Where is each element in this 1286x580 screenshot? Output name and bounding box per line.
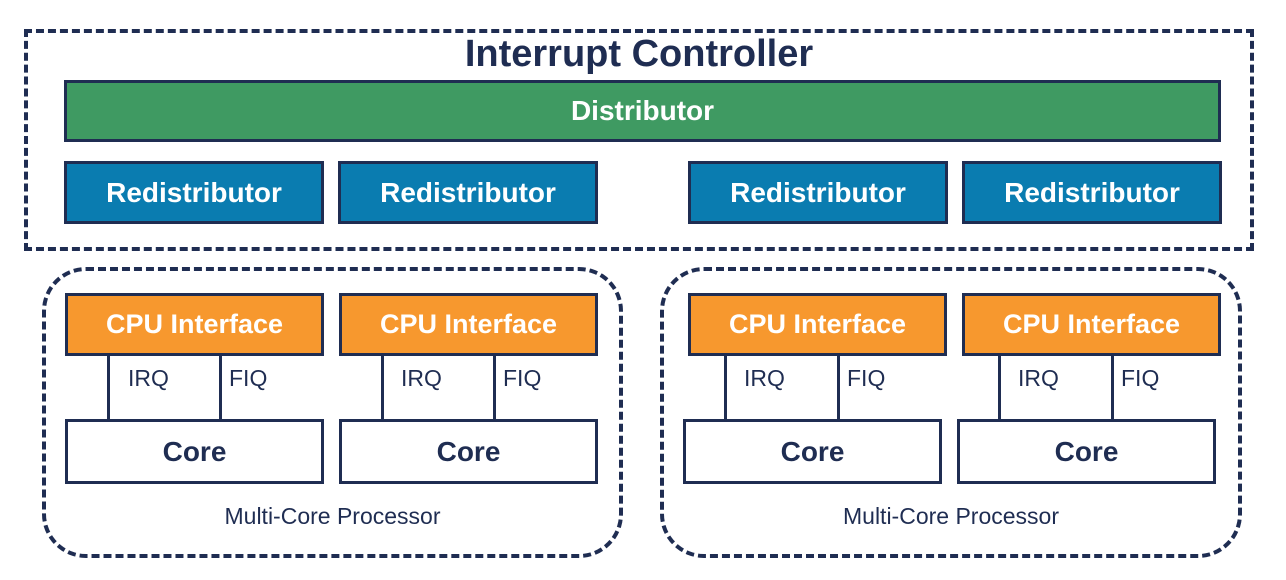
redistributor-block-2: Redistributor: [338, 161, 598, 224]
irq-line: [381, 355, 384, 421]
irq-line: [107, 355, 110, 421]
redistributor-block-4: Redistributor: [962, 161, 1222, 224]
fiq-label: FIQ: [847, 365, 886, 391]
cpu-interface-block: CPU Interface: [65, 293, 324, 356]
multi-core-processor-frame-1: [42, 267, 623, 558]
core-block: Core: [957, 419, 1216, 484]
multi-core-processor-label-1: Multi-Core Processor: [224, 503, 441, 529]
cpu-interface-block: CPU Interface: [688, 293, 947, 356]
irq-label: IRQ: [401, 365, 442, 391]
irq-line: [998, 355, 1001, 421]
redistributor-block-3: Redistributor: [688, 161, 948, 224]
distributor-block: Distributor: [64, 80, 1221, 142]
interrupt-controller-frame: [24, 29, 1254, 251]
fiq-line: [493, 355, 496, 421]
fiq-label: FIQ: [503, 365, 542, 391]
interrupt-controller-title: Interrupt Controller: [464, 33, 814, 75]
multi-core-processor-label-2: Multi-Core Processor: [843, 503, 1059, 529]
fiq-label: FIQ: [229, 365, 268, 391]
core-block: Core: [339, 419, 598, 484]
irq-line: [724, 355, 727, 421]
core-block: Core: [65, 419, 324, 484]
core-block: Core: [683, 419, 942, 484]
irq-label: IRQ: [128, 365, 169, 391]
fiq-line: [219, 355, 222, 421]
fiq-line: [1111, 355, 1114, 421]
multi-core-processor-frame-2: [660, 267, 1242, 558]
fiq-label: FIQ: [1121, 365, 1160, 391]
fiq-line: [837, 355, 840, 421]
cpu-interface-block: CPU Interface: [339, 293, 598, 356]
cpu-interface-block: CPU Interface: [962, 293, 1221, 356]
irq-label: IRQ: [1018, 365, 1059, 391]
irq-label: IRQ: [744, 365, 785, 391]
redistributor-block-1: Redistributor: [64, 161, 324, 224]
